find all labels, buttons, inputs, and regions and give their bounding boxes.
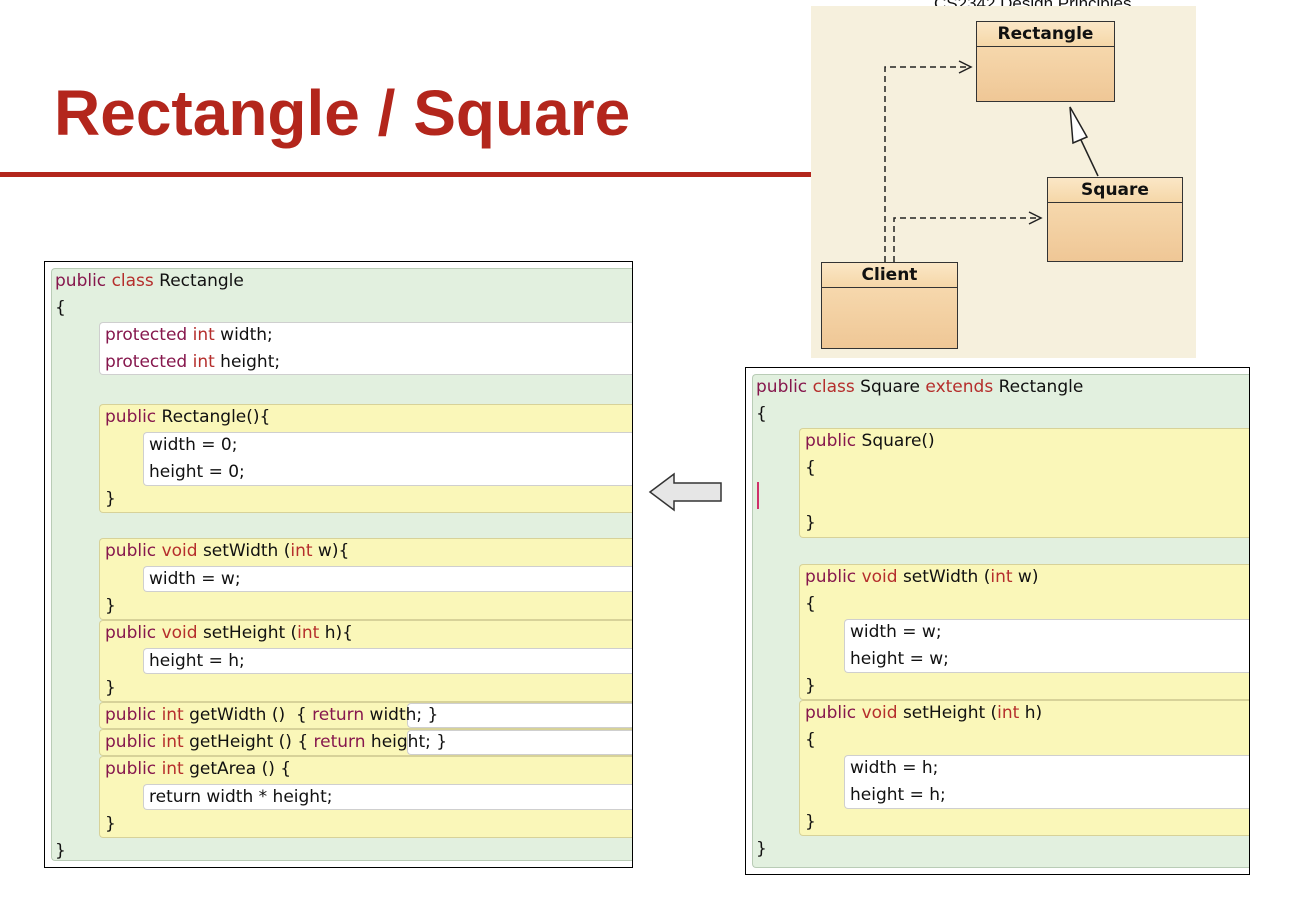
code-line: protected int height;	[105, 352, 281, 372]
text-cursor	[757, 482, 759, 509]
code-line: {	[805, 594, 816, 614]
code-line: {	[55, 298, 66, 318]
square-code-panel: public class Square extends Rectangle { …	[745, 367, 1250, 875]
uml-connectors	[884, 60, 1099, 262]
setwidth-body	[844, 619, 1249, 673]
code-line: public int getWidth () { return width; }	[105, 705, 439, 725]
client-square-dependency	[893, 217, 1039, 262]
code-line: {	[805, 458, 816, 478]
getwidth-body	[407, 703, 632, 728]
code-line: }	[805, 513, 816, 533]
code-line: public void setWidth (int w){	[105, 541, 350, 561]
inheritance-line	[1080, 139, 1099, 177]
inheritance-triangle	[1069, 106, 1089, 145]
left-arrow-icon	[648, 472, 722, 512]
constructor-body	[143, 432, 632, 486]
code-line: public Square()	[805, 431, 935, 451]
code-line: {	[756, 404, 767, 424]
client-rectangle-dependency	[884, 66, 969, 262]
getheight-body	[407, 730, 632, 755]
code-line: }	[105, 814, 116, 834]
code-line: return width * height;	[149, 787, 333, 807]
code-line: public void setHeight (int h)	[805, 703, 1043, 723]
code-line: height = 0;	[149, 462, 245, 482]
code-line: width = 0;	[149, 435, 238, 455]
uml-class-name: Client	[822, 263, 957, 288]
code-line: }	[756, 839, 767, 859]
code-line: public void setHeight (int h){	[105, 623, 353, 643]
slide-title: Rectangle / Square	[54, 77, 631, 149]
code-line: }	[105, 678, 116, 698]
code-line: height = h;	[149, 651, 245, 671]
constructor-block	[799, 428, 1249, 538]
code-line: public int getArea () {	[105, 759, 292, 779]
code-line: height = h;	[850, 785, 946, 805]
code-line: public int getHeight () { return height;…	[105, 732, 448, 752]
code-line: public class Square extends Rectangle	[756, 377, 1084, 397]
uml-class-rectangle: Rectangle	[976, 21, 1115, 102]
code-line: }	[105, 489, 116, 509]
code-line: }	[805, 812, 816, 832]
uml-class-name: Rectangle	[977, 22, 1114, 47]
setwidth-body	[143, 566, 632, 592]
code-line: width = h;	[850, 758, 939, 778]
uml-class-square: Square	[1047, 177, 1183, 262]
code-line: }	[105, 596, 116, 616]
uml-class-name: Square	[1048, 178, 1182, 203]
getarea-body	[143, 784, 632, 810]
code-line: width = w;	[850, 622, 942, 642]
code-line: height = w;	[850, 649, 949, 669]
setheight-body	[143, 648, 632, 674]
code-line: public Rectangle(){	[105, 407, 271, 427]
dependency-arrowhead-square	[1028, 211, 1043, 225]
code-line: {	[805, 730, 816, 750]
rectangle-code-panel: public class Rectangle { protected int w…	[44, 261, 633, 868]
dependency-arrowhead-rectangle	[958, 60, 973, 74]
code-line: protected int width;	[105, 325, 273, 345]
fields-block	[99, 322, 632, 375]
setheight-body	[844, 755, 1249, 809]
code-line: width = w;	[149, 569, 241, 589]
code-line: public class Rectangle	[55, 271, 244, 291]
title-underline	[0, 172, 816, 177]
code-line: public void setWidth (int w)	[805, 567, 1039, 587]
code-line: }	[55, 841, 66, 861]
code-line: }	[805, 676, 816, 696]
uml-class-client: Client	[821, 262, 958, 349]
uml-diagram: Rectangle Square Client	[811, 6, 1196, 358]
